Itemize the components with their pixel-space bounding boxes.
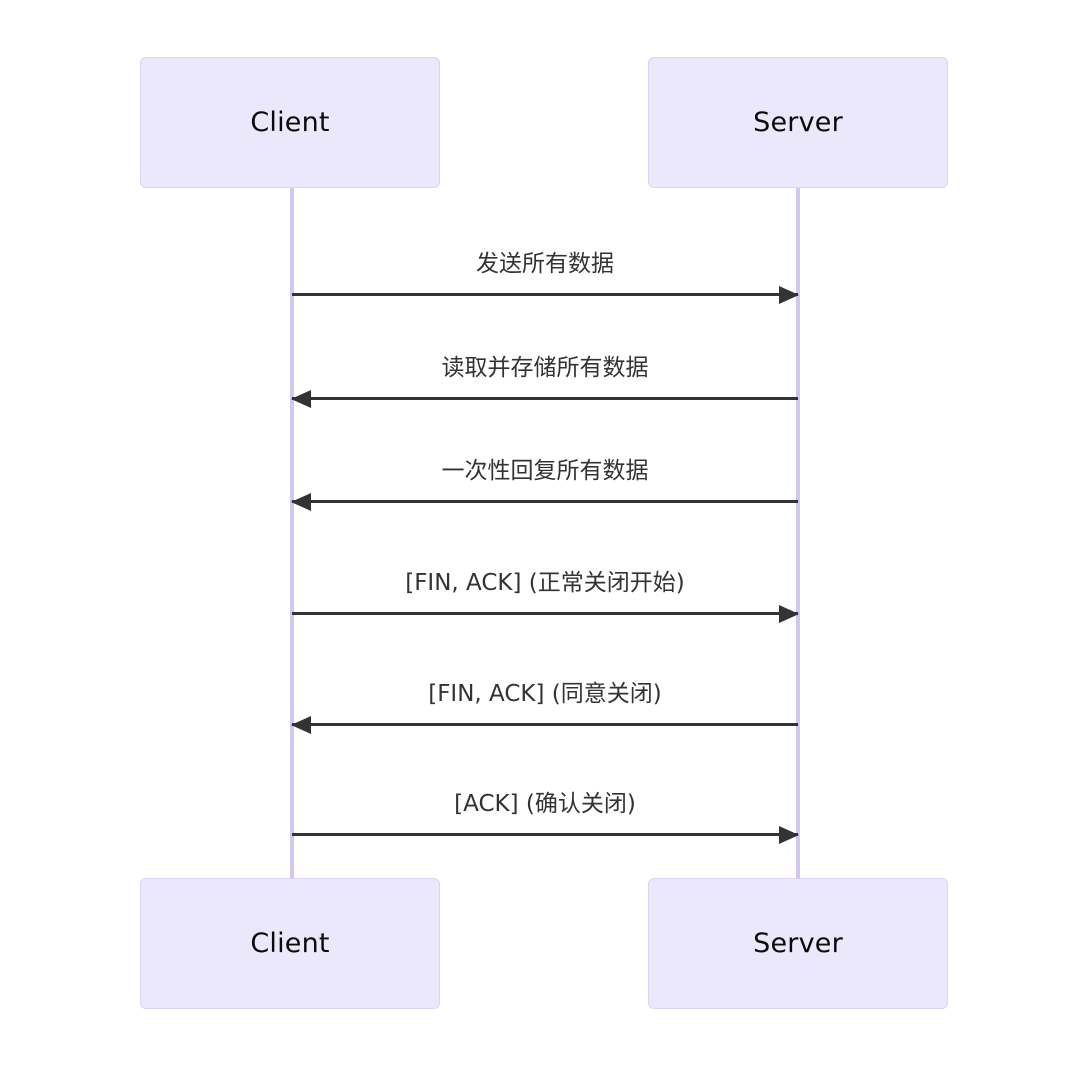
- lifeline-server: [796, 188, 800, 878]
- message-label-2: 读取并存储所有数据: [441, 355, 649, 382]
- arrowhead-right-icon-1: [779, 285, 799, 304]
- arrowhead-left-icon-3: [291, 492, 311, 511]
- message-label-4: [FIN, ACK] (正常关闭开始): [405, 570, 685, 597]
- actor-label-server-top: Server: [753, 107, 843, 138]
- message-label-3: 一次性回复所有数据: [441, 458, 649, 485]
- lifeline-client: [290, 188, 294, 878]
- message-label-6: [ACK] (确认关闭): [454, 791, 636, 818]
- message-line-1: [292, 293, 798, 296]
- message-line-5: [292, 723, 798, 726]
- message-line-3: [292, 500, 798, 503]
- actor-box-server-top[interactable]: Server: [648, 57, 948, 188]
- arrowhead-left-icon-2: [291, 389, 311, 408]
- actor-label-client-top: Client: [250, 107, 330, 138]
- arrowhead-right-icon-6: [779, 825, 799, 844]
- message-label-1: 发送所有数据: [476, 251, 614, 278]
- message-line-2: [292, 397, 798, 400]
- actor-label-server-bottom: Server: [753, 928, 843, 959]
- message-label-5: [FIN, ACK] (同意关闭): [428, 681, 662, 708]
- actor-box-server-bottom[interactable]: Server: [648, 878, 948, 1009]
- actor-label-client-bottom: Client: [250, 928, 330, 959]
- message-line-6: [292, 833, 798, 836]
- actor-box-client-top[interactable]: Client: [140, 57, 440, 188]
- actor-box-client-bottom[interactable]: Client: [140, 878, 440, 1009]
- message-line-4: [292, 612, 798, 615]
- arrowhead-left-icon-5: [291, 715, 311, 734]
- arrowhead-right-icon-4: [779, 604, 799, 623]
